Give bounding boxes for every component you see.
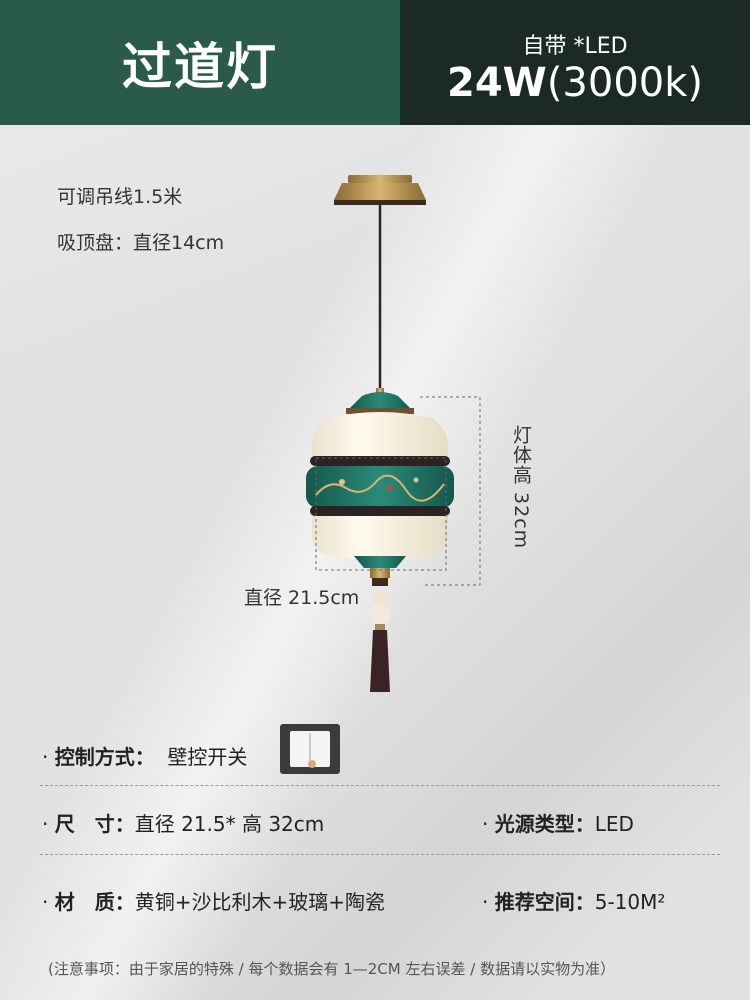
ceramic-gourd-ornament [369,590,391,630]
diameter-dimension-label: 直径 21.5cm [244,587,360,609]
header-title-block: 过道灯 [0,0,400,125]
color-temp: (3000k) [546,60,703,106]
height-dimension-label: 灯体高 32cm [510,425,532,550]
tassel [370,630,390,692]
spec-material: · 材 质：黄铜+沙比利木+玻璃+陶瓷 [42,890,385,914]
spec-recommended-space: · 推荐空间：5-10M² [482,890,666,914]
dimension-guides [315,396,481,586]
divider [40,854,720,855]
cord-note: 可调吊线1.5米 [57,186,183,208]
spec-light-source: · 光源类型：LED [482,812,634,836]
light-source-note: 自带 *LED [522,34,628,59]
lower-glass-shade [312,516,448,560]
power-rating: 24W(3000k) [400,60,750,106]
spec-size: · 尺 寸：直径 21.5* 高 32cm [42,812,325,836]
header-spec-block: 自带 *LED 24W(3000k) [400,0,750,125]
disclaimer-footnote: (注意事项：由于家居的特殊 / 每个数据会有 1—2CM 左右误差 / 数据请以… [48,960,616,978]
wall-switch-icon [280,724,340,774]
upper-glass-shade [312,412,448,460]
canopy-note: 吸顶盘：直径14cm [57,232,225,254]
lamp-bottom-cap [354,556,406,586]
divider [40,785,720,786]
page-title: 过道灯 [122,37,278,96]
lamp-top-cap [346,388,414,414]
spec-control: · 控制方式： 壁控开关 [42,745,248,769]
power-value: 24W [447,60,547,106]
ceiling-canopy [334,175,426,205]
ceramic-band [306,466,454,508]
pendant-lamp-image [306,175,481,692]
